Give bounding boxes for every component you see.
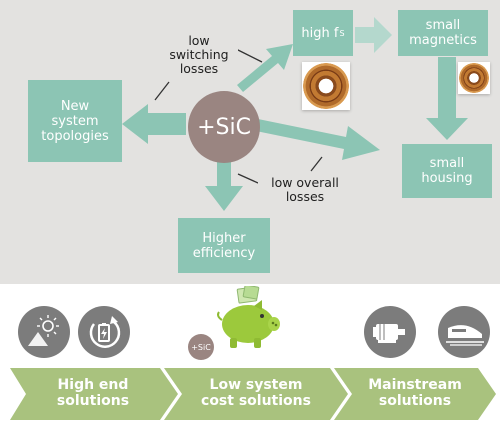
solar-panel-icon — [18, 306, 70, 358]
arrow-to-efficiency — [205, 157, 243, 211]
stage-high-end-solutions: High end solutions — [56, 377, 130, 409]
roadmap-chevrons — [10, 368, 496, 420]
chevron-high-end — [10, 368, 178, 420]
leader-line-overall-right — [310, 156, 323, 172]
arrow-to-magnetics — [355, 17, 392, 53]
leader-line-switching-right — [233, 47, 263, 63]
arrow-to-topologies — [122, 104, 186, 144]
label-low-switching-losses: low switching losses — [160, 34, 238, 76]
battery-charging-glyph — [89, 316, 121, 348]
flow-arrows — [122, 17, 468, 211]
sic-center-circle: +SiC — [188, 91, 260, 163]
box-small-housing: small housing — [402, 144, 492, 198]
high-fs-subscript: S — [339, 28, 345, 38]
arrow-to-high-fs — [237, 44, 293, 92]
piggy-sic-badge: +SiC — [188, 334, 214, 360]
electric-motor-icon — [364, 306, 416, 358]
toroid-image-large — [302, 62, 350, 110]
electric-motor-glyph — [373, 324, 405, 343]
chevron-mainstream — [334, 368, 496, 420]
toroid-inductor-icon — [303, 63, 349, 109]
arrow-to-housing — [256, 119, 380, 160]
arrow-to-small-housing — [426, 57, 468, 140]
high-speed-train-icon — [438, 306, 490, 358]
toroid-image-small — [458, 62, 490, 94]
piggy-bank-icon — [217, 286, 280, 348]
leader-line-switching-left — [154, 81, 170, 101]
stage-mainstream-solutions: Mainstream solutions — [368, 377, 462, 409]
box-small-magnetics: small magnetics — [398, 10, 488, 56]
high-speed-train-glyph — [446, 325, 484, 346]
leader-line-overall-left — [237, 173, 259, 184]
chevron-low-system-cost — [164, 368, 348, 420]
sic-center-label: +SiC — [197, 114, 251, 140]
toroid-inductor-small-icon — [459, 63, 489, 93]
solar-panel-glyph — [28, 315, 59, 346]
box-higher-efficiency: Higher efficiency — [178, 218, 270, 273]
stage-low-system-cost-solutions: Low system cost solutions — [201, 377, 311, 409]
label-low-overall-losses: low overall losses — [258, 176, 352, 204]
piggy-sic-label: +SiC — [191, 342, 211, 352]
battery-charging-icon — [78, 306, 130, 358]
high-fs-text: high f — [301, 25, 339, 41]
box-new-system-topologies: New system topologies — [28, 80, 122, 162]
